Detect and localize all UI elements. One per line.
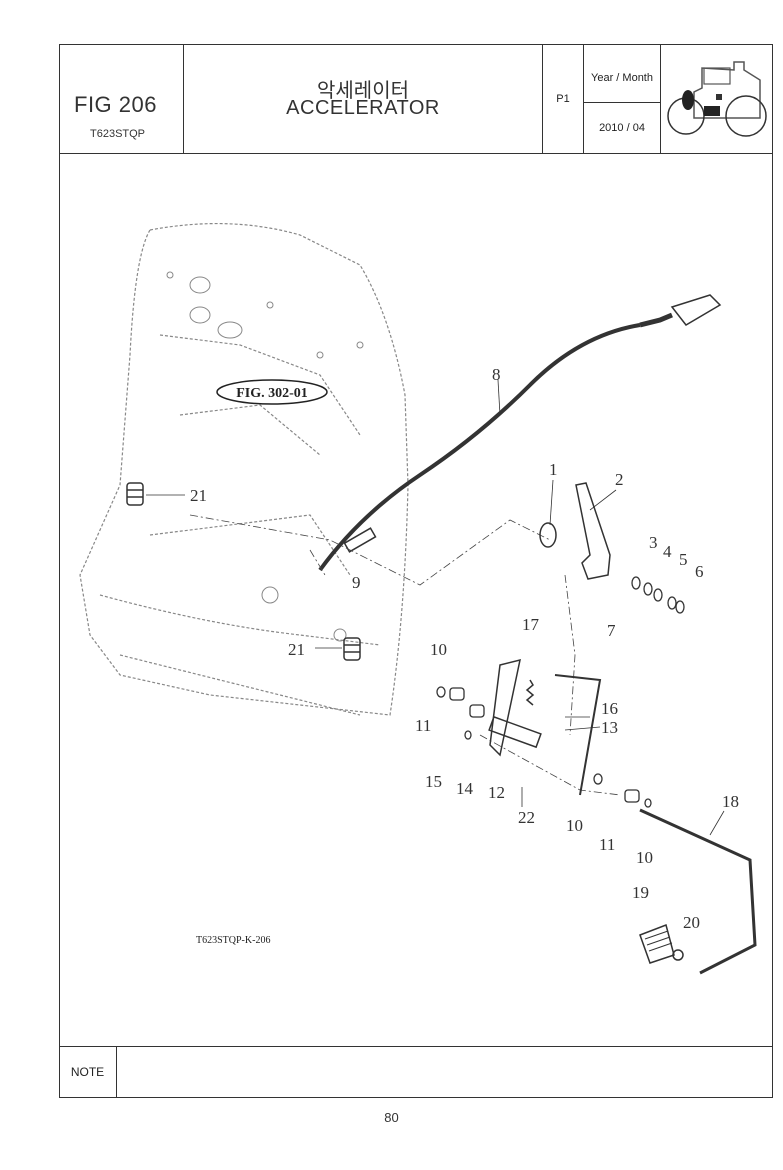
model-code: T623STQP xyxy=(90,128,146,140)
callout-leaders xyxy=(497,379,725,836)
callout-7: 7 xyxy=(607,621,616,640)
page-code-cell xyxy=(543,44,584,154)
callout-11-a: 11 xyxy=(415,716,431,735)
page-frame xyxy=(59,44,773,1098)
callout-21-a: 21 xyxy=(190,486,207,505)
part-17-spring xyxy=(525,679,535,706)
part-20-nut xyxy=(672,949,684,961)
callout-labels: 1 2 3 4 5 6 7 8 9 10 10 10 10 11 11 12 1… xyxy=(190,365,739,932)
exploded-parts-drawing: FIG. 302-01 xyxy=(79,223,757,975)
callout-4: 4 xyxy=(663,542,672,561)
callout-1: 1 xyxy=(549,460,558,479)
cable-end-fitting xyxy=(639,312,673,328)
page-code: P1 xyxy=(556,93,570,105)
callout-2: 2 xyxy=(615,470,624,489)
callout-10-b: 10 xyxy=(566,816,583,835)
part-19-pedal-pad xyxy=(639,924,675,964)
year-month-value: 2010 / 04 xyxy=(599,122,645,134)
callout-13: 13 xyxy=(601,718,618,737)
callout-14: 14 xyxy=(456,779,474,798)
callout-10-a: 10 xyxy=(430,640,447,659)
callout-9: 9 xyxy=(352,573,361,592)
header-bar xyxy=(59,44,773,154)
callout-3: 3 xyxy=(649,533,658,552)
callout-6: 6 xyxy=(695,562,704,581)
assembly-lines xyxy=(189,514,621,796)
note-label: NOTE xyxy=(59,1046,117,1098)
title-english: ACCELERATOR xyxy=(286,97,440,119)
callout-20: 20 xyxy=(683,913,700,932)
drawing-code: T623STQP-K-206 xyxy=(196,935,270,946)
callout-12: 12 xyxy=(488,783,505,802)
grommet-21-lower xyxy=(343,637,361,661)
part-12-bracket xyxy=(489,658,521,757)
callout-21-b: 21 xyxy=(288,640,305,659)
panel-outline xyxy=(79,223,409,716)
reference-label: FIG. 302-01 xyxy=(236,386,308,401)
note-area xyxy=(59,1046,773,1098)
cable-adjuster xyxy=(343,527,377,553)
year-month-divider xyxy=(584,102,660,103)
callout-10-c: 10 xyxy=(636,848,653,867)
callout-17: 17 xyxy=(522,615,540,634)
reference-oval xyxy=(216,379,328,405)
year-month-label: Year / Month xyxy=(591,72,653,84)
callout-22: 22 xyxy=(518,808,535,827)
grommet-21-upper xyxy=(126,482,144,506)
part-1-disc xyxy=(539,522,557,548)
washers-3-6 xyxy=(631,576,685,614)
callout-18: 18 xyxy=(722,792,739,811)
title-korean: 악세레이터 xyxy=(317,80,409,102)
cable-clevis xyxy=(670,294,722,326)
part-2-lever xyxy=(575,482,611,580)
fig-code-cell xyxy=(59,44,184,154)
page-number: 80 xyxy=(384,1110,399,1125)
pedal-pad-ribs xyxy=(644,930,673,952)
note-label-text: NOTE xyxy=(70,1065,105,1079)
callout-19: 19 xyxy=(632,883,649,902)
part-12-shaft xyxy=(488,715,542,749)
callout-15: 15 xyxy=(425,772,442,791)
accelerator-cable xyxy=(318,323,641,572)
fig-code: FIG 206 xyxy=(74,92,157,117)
callout-8: 8 xyxy=(492,365,501,384)
part-13-rod xyxy=(554,674,602,796)
callout-11-b: 11 xyxy=(599,835,615,854)
panel-holes xyxy=(166,271,364,642)
callout-5: 5 xyxy=(679,550,688,569)
title-cell xyxy=(184,44,543,154)
part-18-pedal-arm xyxy=(639,808,757,975)
tractor-icon xyxy=(667,61,767,137)
year-month-cell xyxy=(584,44,661,154)
bushings xyxy=(436,686,652,808)
callout-16: 16 xyxy=(601,699,618,718)
